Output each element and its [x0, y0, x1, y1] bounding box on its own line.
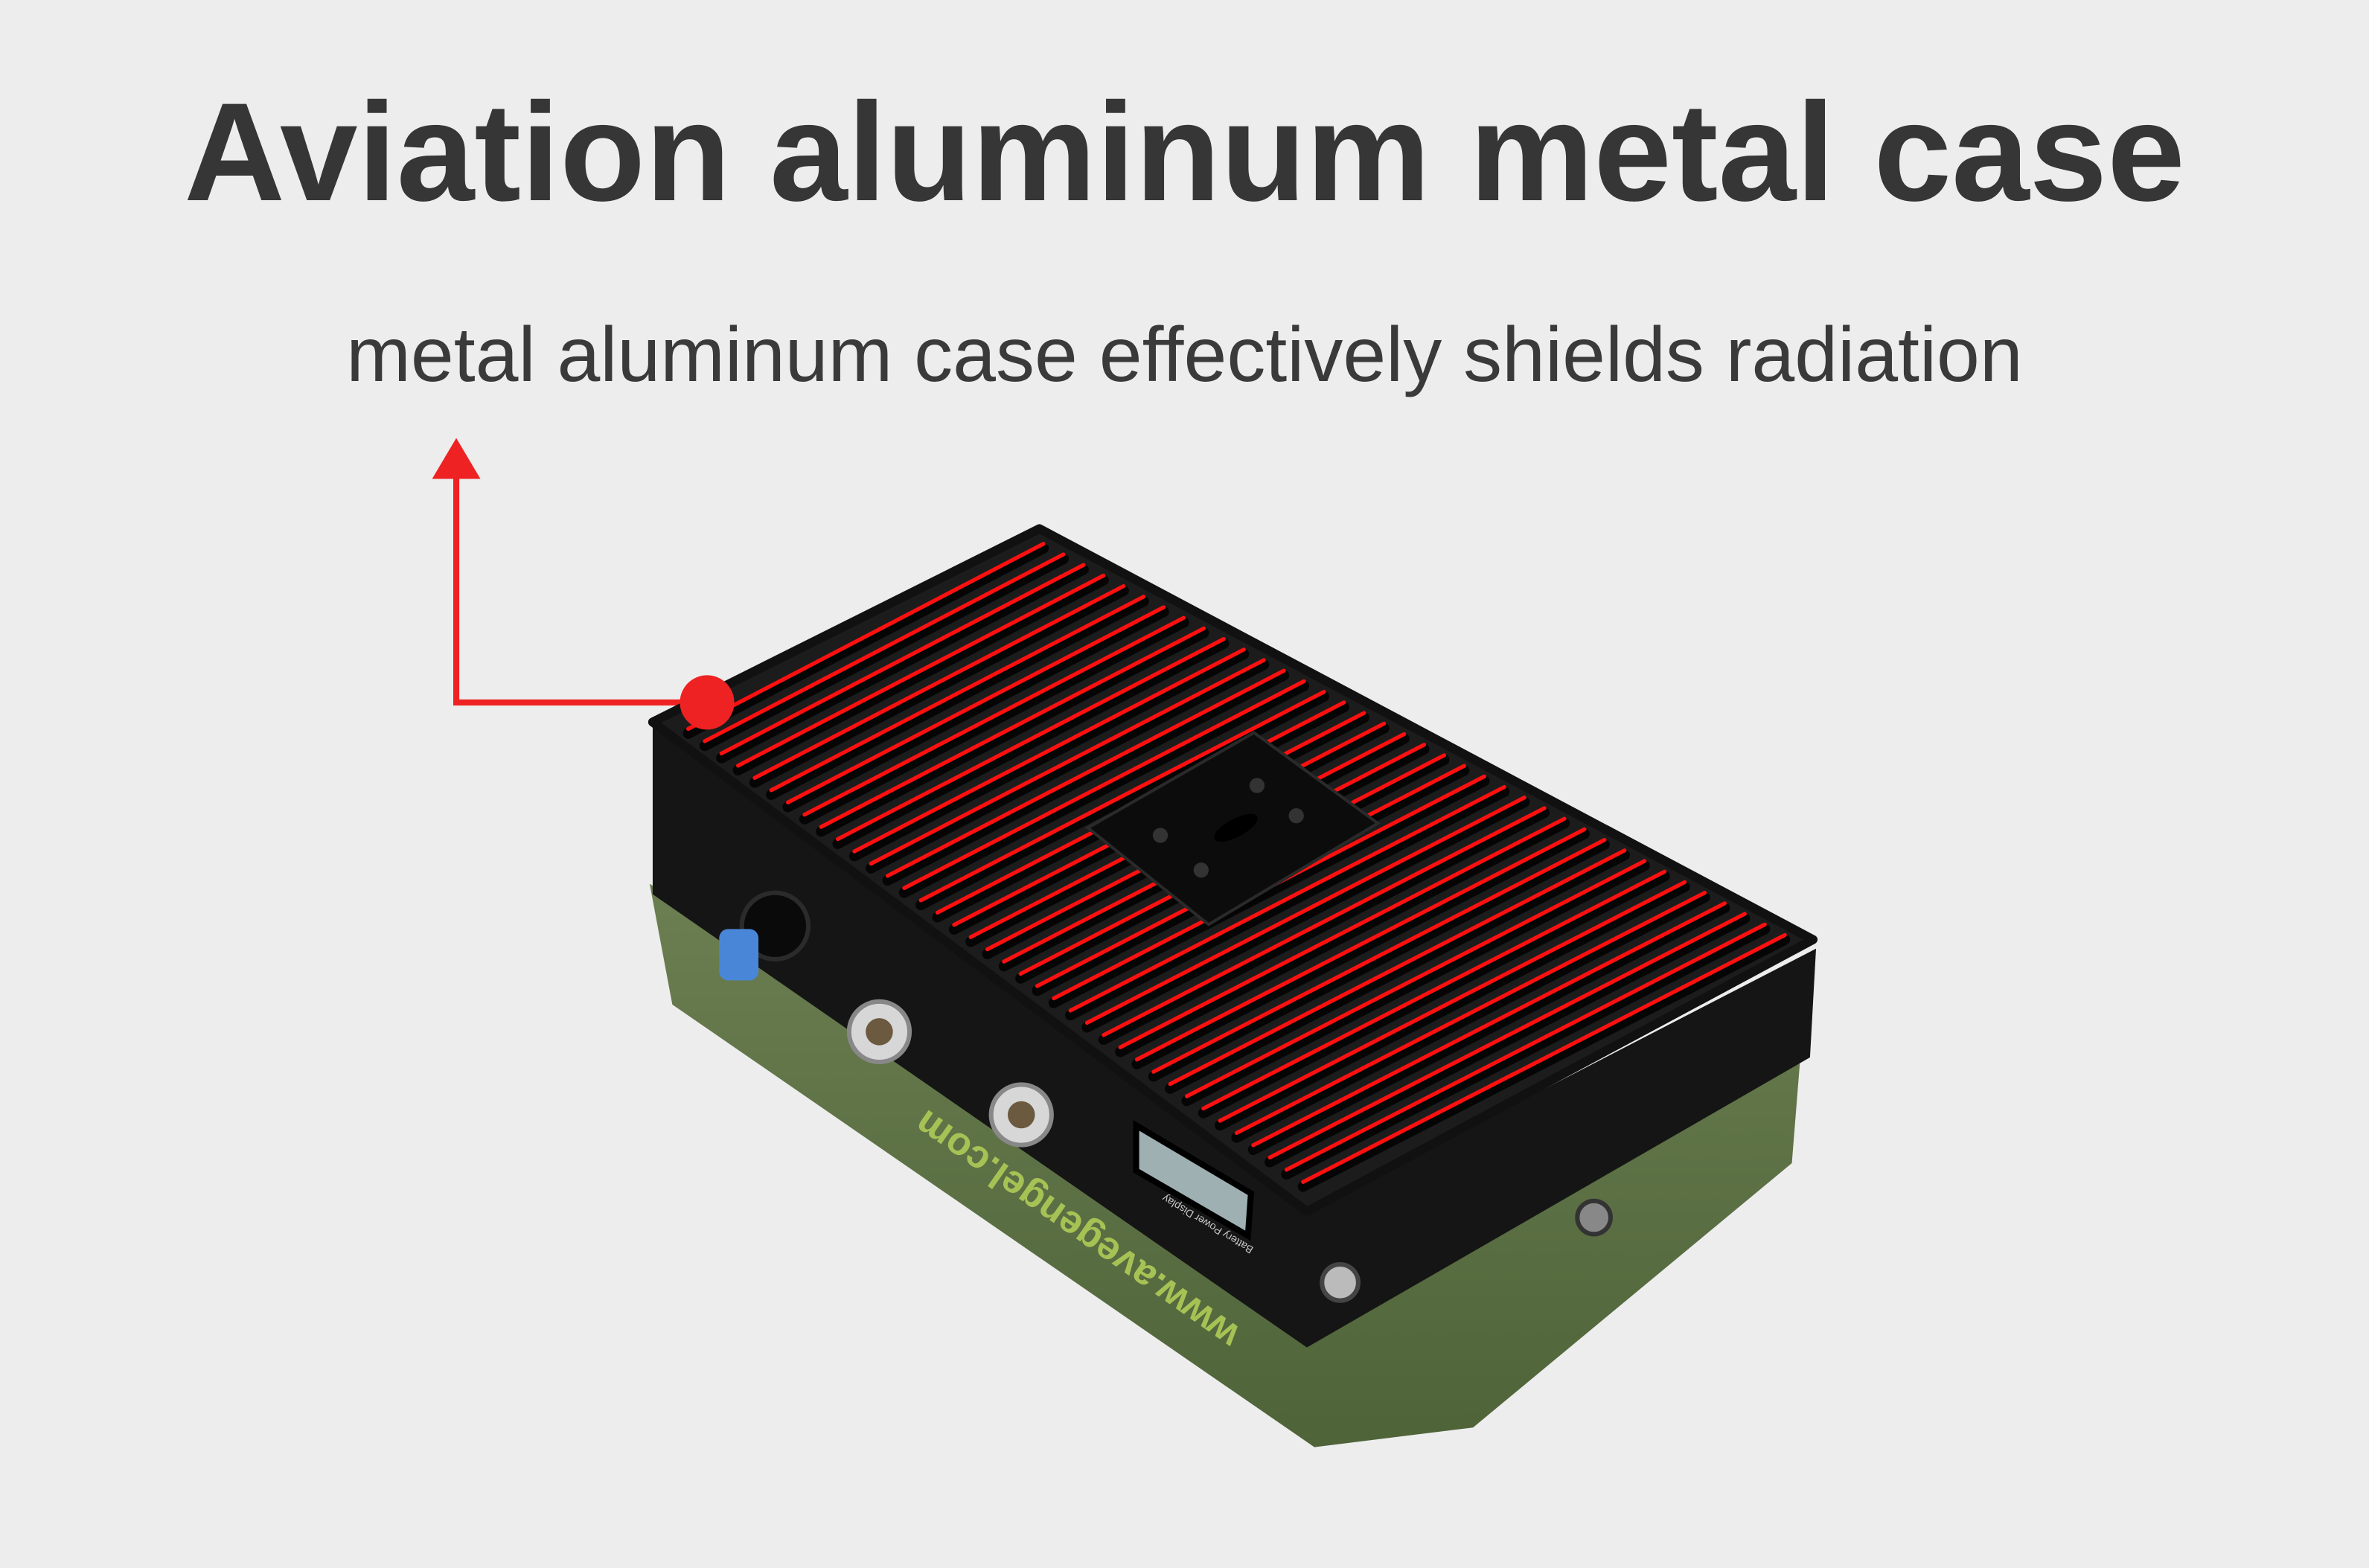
callout-arrow [432, 438, 708, 705]
heatsink-fin [832, 638, 1230, 849]
heatsink-fin [1281, 924, 1771, 1180]
heatsink-fin [799, 617, 1189, 825]
heatsink-fin [1131, 828, 1590, 1069]
heatsink-fin [1165, 849, 1630, 1094]
heatsink-fin [816, 627, 1209, 837]
page-title: Aviation aluminum metal case [184, 74, 2185, 230]
case-base [649, 883, 1801, 1447]
heatsink-fin [852, 647, 1246, 854]
heatsink-fin [869, 658, 1266, 866]
heatsink-fin [1215, 881, 1690, 1131]
heatsink-fin [1115, 818, 1570, 1057]
heatsink-fin [866, 659, 1270, 874]
heatsink-fin [682, 543, 1049, 739]
heatsink-fin [1151, 837, 1607, 1074]
heatsink-fin [716, 564, 1089, 764]
heatsink-fin [766, 595, 1149, 800]
heatsink-fin [1118, 816, 1567, 1049]
heatsink-fin [1134, 827, 1587, 1062]
heatsink-fin [1102, 806, 1547, 1037]
callout-line [453, 471, 708, 705]
mount-clip [1084, 731, 1381, 927]
heatsink-fin [1231, 892, 1710, 1143]
power-button [1320, 1261, 1361, 1303]
heatsink-fin [802, 615, 1186, 817]
heatsink-fin [769, 595, 1146, 793]
heatsink-fin [736, 573, 1106, 768]
heatsink-fin [782, 606, 1169, 813]
heatsink-fin [1284, 922, 1767, 1172]
heatsink-fin [703, 552, 1066, 743]
heatsink-fin [902, 679, 1306, 891]
heatsink-fin [1198, 871, 1670, 1119]
heatsink-fin [1068, 784, 1506, 1013]
heatsink-fin [1168, 848, 1627, 1087]
battery-display [1133, 1120, 1255, 1241]
blue-cap [719, 929, 759, 981]
heatsink-fin [1234, 891, 1707, 1136]
heatsink-fin [1267, 912, 1747, 1159]
heatsink-fin [885, 668, 1286, 878]
heatsink-fin [1065, 786, 1510, 1021]
heatsink-fins [682, 542, 1791, 1192]
heatsink-fin [1251, 901, 1727, 1148]
heatsink-fin [1081, 796, 1530, 1033]
heatsink-fin [749, 585, 1129, 788]
heatsink-fin [1181, 860, 1650, 1107]
heatsink-fin [918, 690, 1326, 903]
heatsink-fin [898, 680, 1310, 898]
heatsink-fin [882, 670, 1290, 886]
switch-button [1575, 1198, 1613, 1237]
heatsink-fin [835, 636, 1226, 842]
heatsink-fin [732, 575, 1109, 776]
heatsink-fin [1247, 902, 1730, 1156]
arrow-up-icon [432, 438, 481, 479]
heatsink-fin [686, 542, 1046, 732]
heatsink-fin [719, 563, 1086, 756]
heatsink-fin [915, 691, 1330, 911]
heatsink-fin [699, 553, 1069, 752]
heatsink-fin [785, 605, 1166, 804]
connector-panel: Battery Power Display [719, 890, 1613, 1303]
heatsink-fin [1218, 880, 1687, 1123]
heatsink-fin [1265, 913, 1751, 1168]
heatsink-fin [1201, 869, 1667, 1111]
heatsink-fin [1184, 859, 1647, 1098]
heatsink-fin [752, 583, 1126, 780]
callout-dot-icon [680, 675, 735, 730]
heatsink-fin [1301, 932, 1787, 1184]
heatsink-fin [1048, 775, 1490, 1008]
heatsink-fin [1098, 807, 1550, 1046]
case-body [652, 722, 1817, 1348]
subtitle: metal aluminum case effectively shields … [346, 312, 2023, 398]
heatsink-fin [1084, 796, 1526, 1025]
heatsink-fin [819, 626, 1206, 829]
heatsink-fin [1148, 839, 1610, 1082]
heatsink-fin [1297, 934, 1791, 1192]
heatsink-fin [848, 648, 1250, 862]
